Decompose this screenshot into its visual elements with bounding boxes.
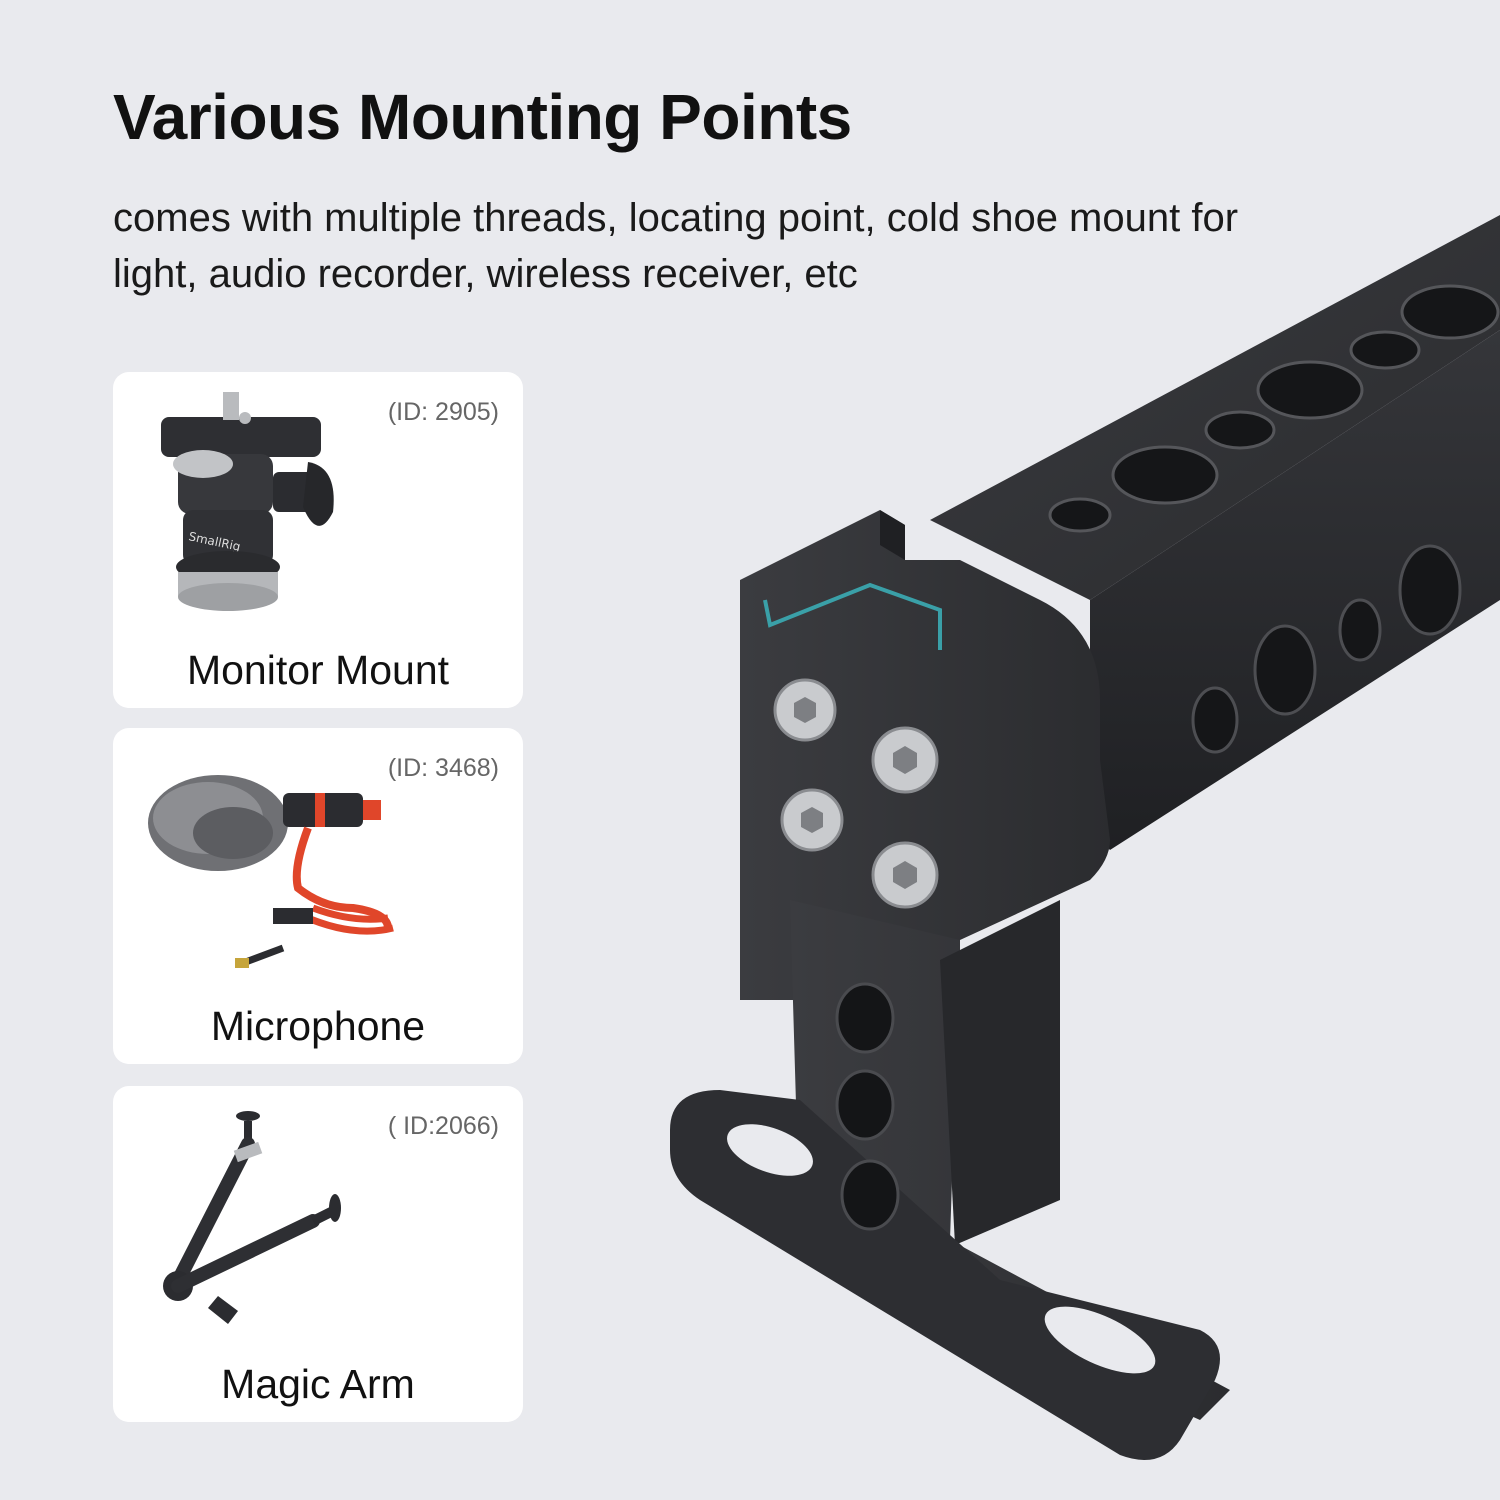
card-label: Monitor Mount: [186, 647, 450, 693]
microphone-icon: [148, 775, 394, 968]
monitor-mount-icon: SmallRig: [161, 392, 334, 611]
accessory-card-magic-arm: ( ID:2066) Magic Arm: [113, 1086, 523, 1422]
card-id: (ID: 3468): [387, 754, 499, 782]
accessory-card-monitor-mount: SmallRig (ID: 2905) Monitor Mount: [113, 372, 523, 708]
card-label: Magic Arm: [221, 1361, 415, 1407]
page-title: Various Mounting Points: [113, 81, 852, 153]
card-label: Microphone: [210, 1003, 426, 1049]
card-id: (ID: 2905): [387, 398, 499, 426]
magic-arm-icon: [163, 1111, 341, 1324]
page-subtitle: comes with multiple threads, locating po…: [113, 196, 1239, 296]
accessory-card-microphone: (ID: 3468) Microphone: [113, 728, 523, 1064]
card-id: ( ID:2066): [387, 1112, 499, 1140]
